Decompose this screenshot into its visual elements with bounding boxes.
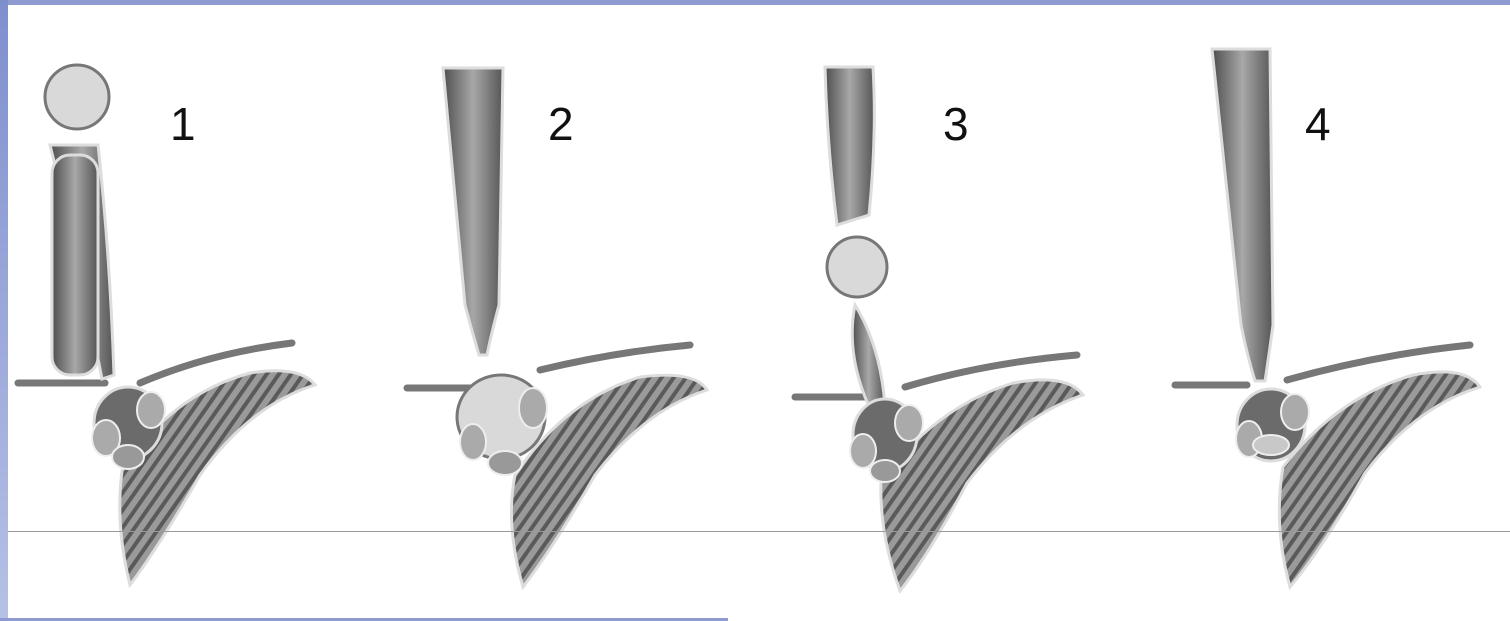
stomach-illustration xyxy=(1279,372,1480,587)
esophagus-illustration xyxy=(10,5,370,618)
panel-number: 3 xyxy=(943,101,969,147)
esophagus-illustration xyxy=(1165,5,1510,618)
esophagus-illustration xyxy=(785,5,1145,618)
food-bolus-icon xyxy=(45,65,109,129)
panel-number: 4 xyxy=(1305,101,1331,147)
panel-3: 3 xyxy=(785,5,1145,618)
horizontal-divider xyxy=(8,531,1510,532)
panel-2: 2 xyxy=(395,5,755,618)
esophagus-illustration xyxy=(395,5,755,618)
panel-number: 1 xyxy=(170,101,196,147)
food-bolus-icon xyxy=(827,237,887,297)
left-accent-bar xyxy=(0,0,8,621)
panel-number: 2 xyxy=(548,101,574,147)
panel-4: 4 xyxy=(1165,5,1510,618)
panel-1: 1 xyxy=(10,5,370,618)
